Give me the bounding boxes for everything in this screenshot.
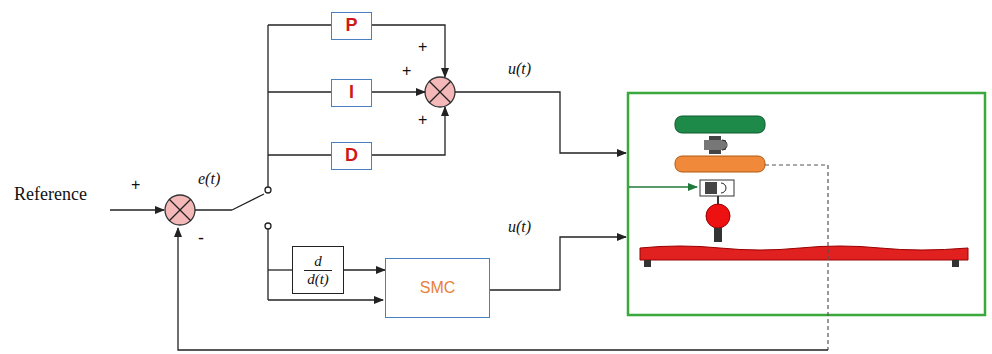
- smc-box: SMC: [385, 258, 490, 318]
- signal-label: u(t): [508, 60, 531, 78]
- input-label: Reference: [14, 184, 87, 205]
- p-box: P: [331, 12, 372, 40]
- derivative-box: dd(t): [292, 246, 344, 294]
- signal-label: e(t): [198, 170, 220, 188]
- fraction-numerator: d: [304, 253, 332, 272]
- sign: +: [418, 111, 427, 129]
- sign: +: [131, 176, 140, 194]
- signal-label: u(t): [508, 218, 531, 236]
- signal-arrow: [344, 269, 385, 270]
- sign: +: [418, 38, 427, 56]
- box-text: P: [345, 16, 357, 36]
- box-text: SMC: [420, 279, 456, 297]
- sign: +: [402, 62, 411, 80]
- box-text: I: [349, 83, 354, 103]
- box-text: D: [345, 146, 358, 166]
- d-box: D: [331, 142, 372, 170]
- i-box: I: [331, 79, 372, 107]
- sign: -: [198, 228, 204, 249]
- fraction-denominator: d(t): [307, 271, 329, 288]
